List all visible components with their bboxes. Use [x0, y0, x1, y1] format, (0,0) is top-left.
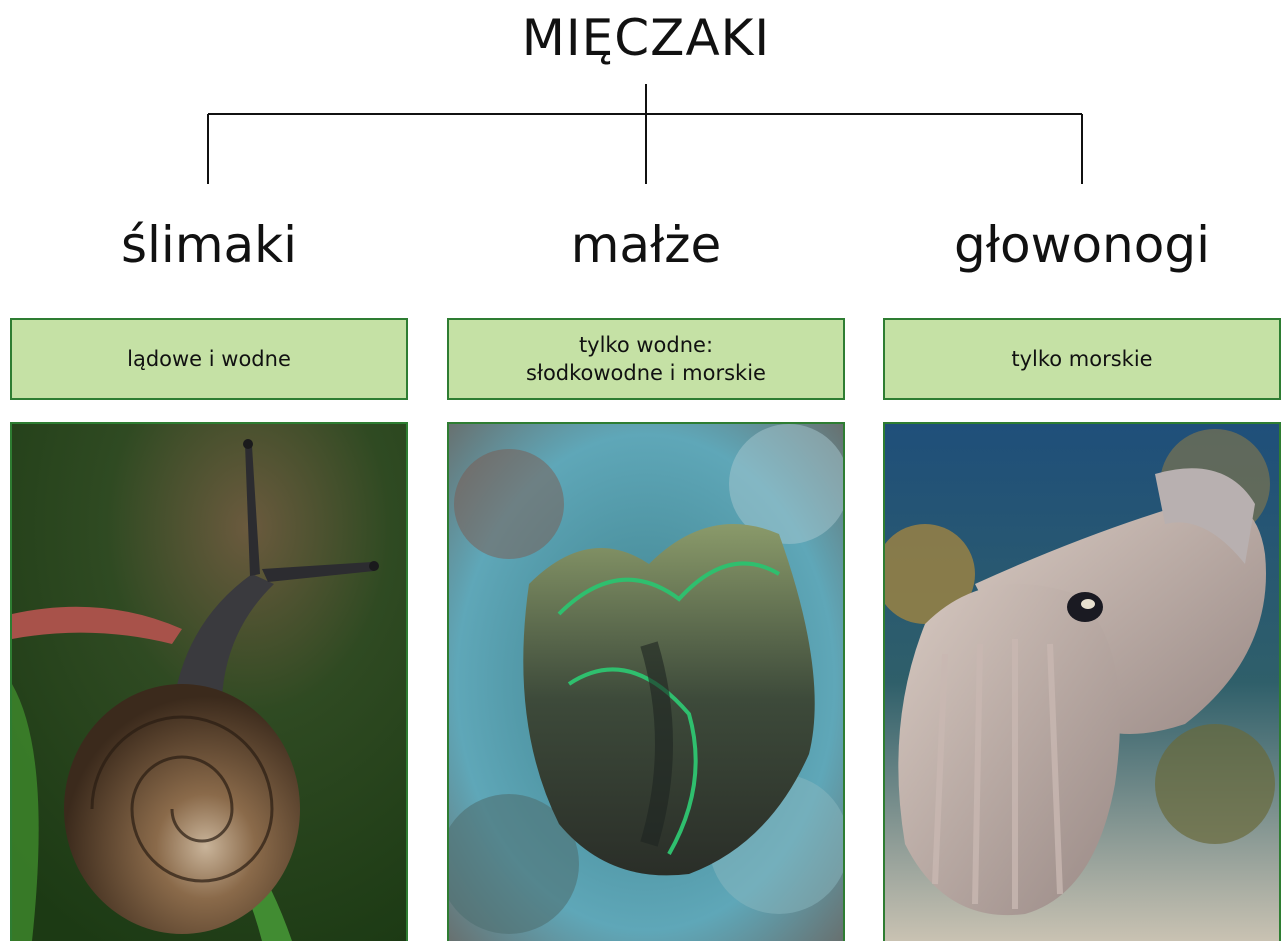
- group-title-bivalves: małże: [446, 210, 846, 280]
- group-title-snails: ślimaki: [9, 210, 409, 280]
- photo-cuttlefish: [883, 422, 1281, 941]
- photo-snail: [10, 422, 408, 941]
- photo-clam: [447, 422, 845, 941]
- tree-connectors: [0, 0, 1286, 200]
- group-title-cephalopods: głowonogi: [882, 210, 1282, 280]
- description-box-cephalopods: tylko morskie: [883, 318, 1281, 400]
- description-box-snails: lądowe i wodne: [10, 318, 408, 400]
- description-box-bivalves: tylko wodne: słodkowodne i morskie: [447, 318, 845, 400]
